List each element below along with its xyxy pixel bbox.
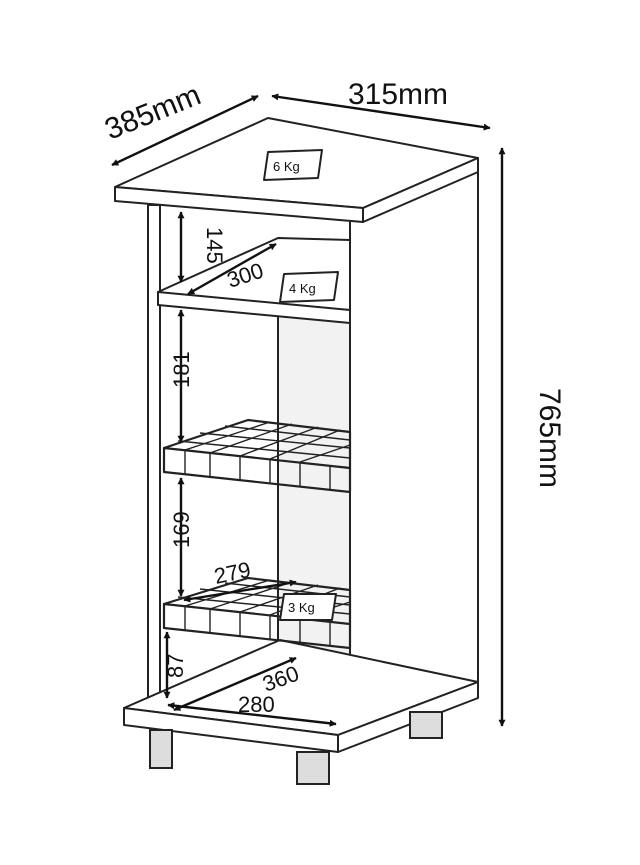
bottom-gap-label: 87	[163, 654, 188, 678]
height-label: 765mm	[533, 388, 566, 488]
leg-back-right	[409, 711, 443, 739]
width-dimension: 315mm	[271, 78, 491, 131]
left-side-panel	[147, 204, 161, 701]
top-board-side	[362, 157, 479, 223]
load-tag-shelf-text: 4 Kg	[289, 281, 316, 296]
leg-front-right	[296, 751, 330, 785]
load-tag-top: 6 Kg	[263, 149, 323, 181]
lower-rack-width-dimension: 279	[183, 557, 297, 603]
middle-gap-label: 181	[169, 351, 194, 388]
lower-gap-label: 169	[169, 511, 194, 548]
lower-rack-width-label: 279	[212, 557, 253, 589]
base-width-dimension: 280	[167, 692, 337, 727]
middle-shelf-front	[157, 291, 351, 324]
lower-gap-dimension: 169	[169, 477, 194, 597]
base-width-label: 280	[238, 692, 275, 717]
middle-gap-dimension: 181	[169, 309, 194, 443]
top-niche-label: 145	[202, 227, 227, 264]
width-label: 315mm	[348, 78, 448, 111]
cabinet	[114, 117, 479, 785]
depth-label: 385mm	[100, 78, 205, 146]
load-tag-rack-text: 3 Kg	[288, 600, 315, 615]
right-side-panel	[349, 159, 479, 743]
load-tag-top-text: 6 Kg	[273, 159, 300, 174]
leg-front-left	[149, 729, 173, 769]
height-dimension: 765mm	[498, 147, 566, 727]
upper-wire-rack	[162, 418, 352, 494]
load-tag-shelf: 4 Kg	[279, 271, 339, 303]
load-tag-rack: 3 Kg	[279, 593, 337, 621]
base-side	[337, 681, 479, 753]
